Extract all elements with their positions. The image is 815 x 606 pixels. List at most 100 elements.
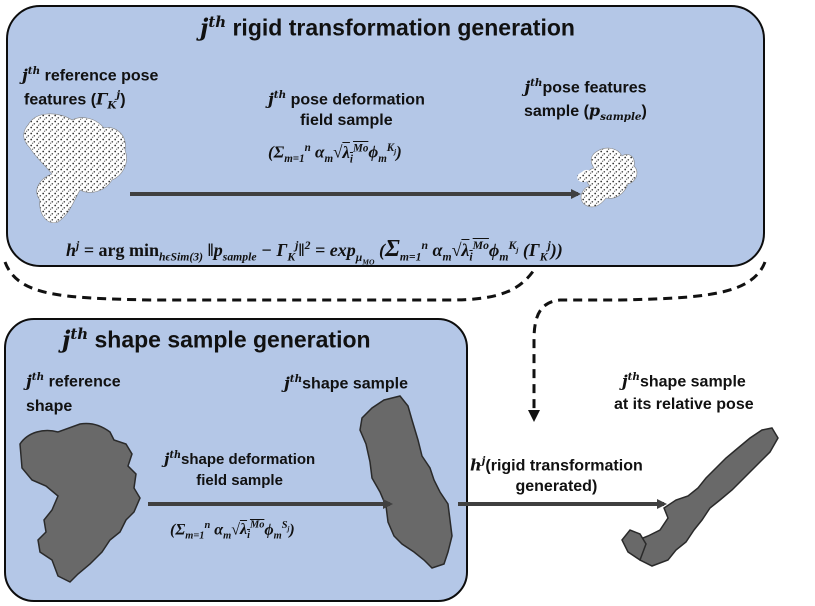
sdf-sum-from: m=1 bbox=[185, 530, 205, 542]
shape-def-line1: shape deformation bbox=[181, 451, 316, 468]
final-line2: at its relative pose bbox=[614, 395, 754, 413]
shape-sample-title: jth shape sample generation bbox=[62, 325, 371, 354]
eq-sum-from: m=1 bbox=[399, 250, 422, 264]
shape-deformation-formula: (Σm=1n αm√λiMoϕmSj) bbox=[170, 520, 295, 542]
pdf-phi-sup-k: K bbox=[386, 142, 395, 154]
sdf-alpha-sub: m bbox=[223, 530, 232, 542]
final-shape-label: jthshape sample at its relative pose bbox=[614, 371, 754, 414]
eq-norm-sup: 2 bbox=[304, 239, 311, 252]
eq-alpha-sub: m bbox=[442, 250, 452, 264]
sdf-sum-to: n bbox=[204, 520, 211, 531]
final-line1: shape sample bbox=[639, 373, 746, 391]
ref-shape-line1: reference bbox=[44, 373, 121, 391]
eq-gamma-sub: K bbox=[287, 250, 296, 264]
sdf-phi: ϕ bbox=[264, 521, 274, 539]
eq-argmin-sub: hϵSim(3) bbox=[159, 250, 204, 264]
pdf-phi-sub: m bbox=[378, 153, 387, 166]
pose-sample-point-cloud-tail bbox=[577, 169, 592, 183]
dashed-connector bbox=[3, 261, 767, 418]
sdf-phi-sup-s: S bbox=[281, 520, 288, 531]
pose-deformation-formula: (Σm=1n αm√λiMoϕmKj) bbox=[268, 142, 402, 166]
shape-sample-text: shape sample bbox=[302, 375, 408, 393]
reference-pose-label: jth reference pose features (ΓKj) bbox=[22, 65, 159, 112]
shape-sample-sup: th bbox=[289, 373, 303, 385]
shape-title-text: shape sample generation bbox=[88, 326, 371, 353]
ref-pose-line2: features ( bbox=[24, 91, 97, 109]
ref-shape-j: j bbox=[26, 371, 32, 391]
eq-sum: Σ bbox=[384, 236, 400, 262]
eq-gamma-sup: j bbox=[295, 239, 299, 252]
shape-def-sup: th bbox=[169, 450, 182, 461]
sdf-alpha: α bbox=[214, 521, 224, 539]
eq-exp: exp bbox=[329, 240, 356, 260]
eq-sum-to: n bbox=[421, 239, 428, 252]
pdf-alpha-sub: m bbox=[324, 153, 334, 166]
pose-sample-var: p bbox=[588, 100, 601, 120]
pose-def-sup: th bbox=[273, 89, 287, 101]
h-text-line2: generated) bbox=[515, 477, 598, 495]
ref-pose-sup-j: j bbox=[116, 88, 121, 101]
rigid-transformation-panel bbox=[6, 5, 765, 267]
pose-sample-label: jthpose features sample (psample) bbox=[524, 77, 647, 124]
pose-sample-sup: th bbox=[530, 77, 543, 89]
pose-def-line2: field sample bbox=[300, 111, 393, 129]
reference-shape-label: jth reference shape bbox=[26, 371, 121, 416]
final-j: j bbox=[621, 371, 628, 391]
ref-shape-sup: th bbox=[31, 371, 45, 383]
shape-sample bbox=[359, 395, 453, 569]
eq-h-sup: j bbox=[76, 239, 80, 252]
pdf-phi-sup-j: j bbox=[394, 148, 397, 157]
shape-deformation-label: jthshape deformation field sample bbox=[164, 450, 315, 490]
sdf-phi-sup-j: j bbox=[287, 526, 290, 534]
shape-def-line2: field sample bbox=[196, 472, 283, 490]
eq-exp-sub: μ bbox=[355, 250, 363, 264]
eq-gamma2-sub: K bbox=[539, 250, 548, 264]
rigid-transformation-generated-label: hj(rigid transformation generated) bbox=[470, 455, 643, 496]
title-j: j bbox=[200, 14, 209, 42]
pose-sample-line1: pose features bbox=[542, 79, 647, 97]
eq-lambda: λ bbox=[461, 240, 470, 260]
sdf-lambda-sub: i bbox=[247, 530, 250, 542]
eq-p: p bbox=[213, 240, 223, 260]
pdf-sum-to: n bbox=[304, 142, 311, 154]
ref-pose-sup: th bbox=[27, 65, 41, 77]
shape-title-j: j bbox=[62, 326, 71, 354]
sdf-phi-sub: m bbox=[273, 530, 282, 542]
eq-gamma2: Γ bbox=[528, 240, 540, 260]
pdf-sum-from: m=1 bbox=[284, 153, 305, 166]
pdf-alpha: α bbox=[315, 142, 325, 162]
pdf-lambda-sup: Mo bbox=[353, 142, 369, 154]
final-shape bbox=[631, 427, 779, 567]
final-shape-hook bbox=[621, 529, 647, 562]
pose-sample-close: ) bbox=[641, 102, 647, 120]
ref-pose-sub-k: K bbox=[107, 99, 117, 112]
eq-gamma2-sup: j bbox=[547, 239, 551, 252]
sdf-lambda-sup: Mo bbox=[249, 520, 265, 531]
reference-shape bbox=[19, 422, 141, 583]
shape-sample-label: jthshape sample bbox=[284, 373, 408, 394]
eq-exp-subsub: MO bbox=[362, 256, 375, 266]
pdf-sum: Σ bbox=[273, 142, 285, 162]
h-label: h bbox=[470, 455, 482, 475]
eq-phi-sup-j: j bbox=[516, 245, 519, 255]
pose-sample-sub: sample bbox=[600, 110, 642, 123]
ref-shape-line2: shape bbox=[26, 397, 73, 415]
pose-def-j: j bbox=[268, 89, 274, 109]
pose-deformation-label: jth pose deformation field sample bbox=[268, 89, 425, 130]
eq-argmin: arg min bbox=[98, 240, 160, 260]
reference-pose-point-cloud bbox=[23, 113, 127, 223]
sdf-sum: Σ bbox=[175, 521, 186, 539]
eq-h: h bbox=[66, 240, 77, 260]
pose-sample-line2: sample ( bbox=[524, 102, 589, 120]
shape-def-j: j bbox=[164, 450, 170, 468]
eq-p-sub: sample bbox=[222, 250, 257, 264]
rigid-transformation-title: jth rigid transformation generation bbox=[200, 13, 575, 42]
eq-phi: ϕ bbox=[488, 240, 500, 260]
ref-pose-close: ) bbox=[120, 91, 126, 109]
title-sup: th bbox=[208, 13, 227, 31]
ref-pose-line1: reference pose bbox=[40, 67, 159, 85]
pdf-lambda-sub: i bbox=[349, 153, 353, 166]
pdf-phi: ϕ bbox=[368, 142, 379, 162]
pdf-lambda: λ bbox=[342, 142, 350, 162]
